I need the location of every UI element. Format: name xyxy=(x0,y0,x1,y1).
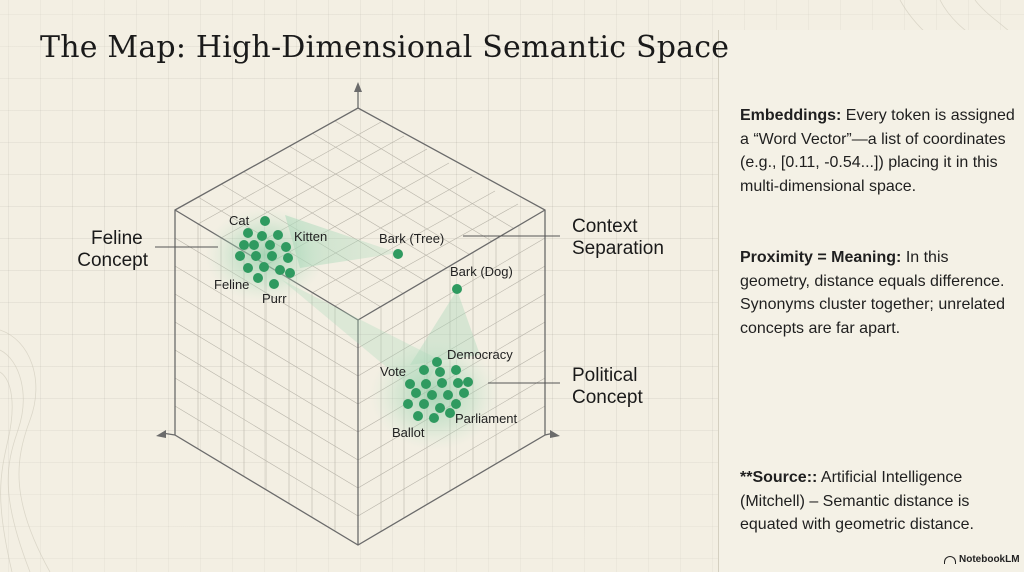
word-label-cat: Cat xyxy=(229,213,250,228)
cluster-dot xyxy=(283,253,293,263)
cluster-dot xyxy=(405,379,415,389)
embeddings-text: Every token is assigned a “Word Vector”—… xyxy=(740,107,1015,195)
cluster-dot xyxy=(239,240,249,250)
cluster-dot xyxy=(260,216,270,226)
word-label-parliament: Parliament xyxy=(455,411,518,426)
cluster-dot xyxy=(269,279,279,289)
cluster-dot xyxy=(273,230,283,240)
cluster-dot xyxy=(432,357,442,367)
proximity-text: In this geometry, distance equals differ… xyxy=(740,249,1006,337)
cluster-dot xyxy=(419,399,429,409)
embeddings-heading: Embeddings: xyxy=(740,107,842,124)
feline-cluster xyxy=(235,216,295,289)
cluster-dot xyxy=(459,388,469,398)
cluster-dot xyxy=(251,251,261,261)
callout-lines xyxy=(155,235,560,384)
cluster-dot xyxy=(445,408,455,418)
cluster-dot xyxy=(403,399,413,409)
right-panel xyxy=(718,30,1024,572)
cluster-dot xyxy=(421,379,431,389)
concept-label-feline: Feline Concept xyxy=(77,228,148,271)
cluster-dot xyxy=(257,231,267,241)
cluster-dot xyxy=(249,240,259,250)
word-label-bark-tree: Bark (Tree) xyxy=(379,231,444,246)
cluster-dot xyxy=(453,378,463,388)
cluster-dot xyxy=(443,390,453,400)
cluster-dot xyxy=(265,240,275,250)
cluster-dot xyxy=(413,411,423,421)
cluster-dot xyxy=(243,263,253,273)
page-title: The Map: High-Dimensional Semantic Space xyxy=(40,30,730,65)
brand-label: NotebookLM xyxy=(959,554,1020,565)
word-label-ballot: Ballot xyxy=(392,425,425,440)
word-label-democracy: Democracy xyxy=(447,347,513,362)
word-label-kitten: Kitten xyxy=(294,229,327,244)
cluster-dot xyxy=(253,273,263,283)
cluster-dot xyxy=(275,265,285,275)
cluster-dot xyxy=(435,403,445,413)
concept-label-context: Context Separation xyxy=(572,216,664,259)
proximity-paragraph: Proximity = Meaning: In this geometry, d… xyxy=(740,246,1020,340)
cluster-dot xyxy=(259,262,269,272)
bark-tree-point xyxy=(393,249,403,259)
source-text: Artificial Intelligence (Mitchell) – Sem… xyxy=(740,469,974,533)
word-label-vote: Vote xyxy=(380,364,406,379)
word-label-bark-dog: Bark (Dog) xyxy=(450,264,513,279)
cluster-dot xyxy=(419,365,429,375)
concept-label-political: Political Concept xyxy=(572,365,643,408)
feline-cluster-halo xyxy=(205,207,325,303)
embeddings-paragraph: Embeddings: Every token is assigned a “W… xyxy=(740,104,1020,198)
cluster-dot xyxy=(435,367,445,377)
brand-badge: NotebookLM xyxy=(944,554,1020,565)
cluster-dot xyxy=(235,251,245,261)
cluster-dot xyxy=(437,378,447,388)
cluster-dot xyxy=(281,242,291,252)
cluster-dot xyxy=(411,388,421,398)
political-cluster xyxy=(403,357,473,423)
proximity-heading: Proximity = Meaning: xyxy=(740,249,902,266)
cluster-dot xyxy=(451,365,461,375)
cluster-dot xyxy=(463,377,473,387)
axes xyxy=(156,82,560,438)
cluster-dot xyxy=(429,413,439,423)
word-label-feline: Feline xyxy=(214,277,249,292)
cluster-dot xyxy=(427,390,437,400)
source-paragraph: **Source:: Artificial Intelligence (Mitc… xyxy=(740,466,1020,537)
cluster-dot xyxy=(285,268,295,278)
word-label-purr: Purr xyxy=(262,291,287,306)
cluster-dot xyxy=(451,399,461,409)
bark-dog-point xyxy=(452,284,462,294)
notebooklm-logo-icon xyxy=(944,555,956,564)
source-heading: **Source:: xyxy=(740,469,818,486)
cluster-dot xyxy=(243,228,253,238)
cluster-dot xyxy=(267,251,277,261)
